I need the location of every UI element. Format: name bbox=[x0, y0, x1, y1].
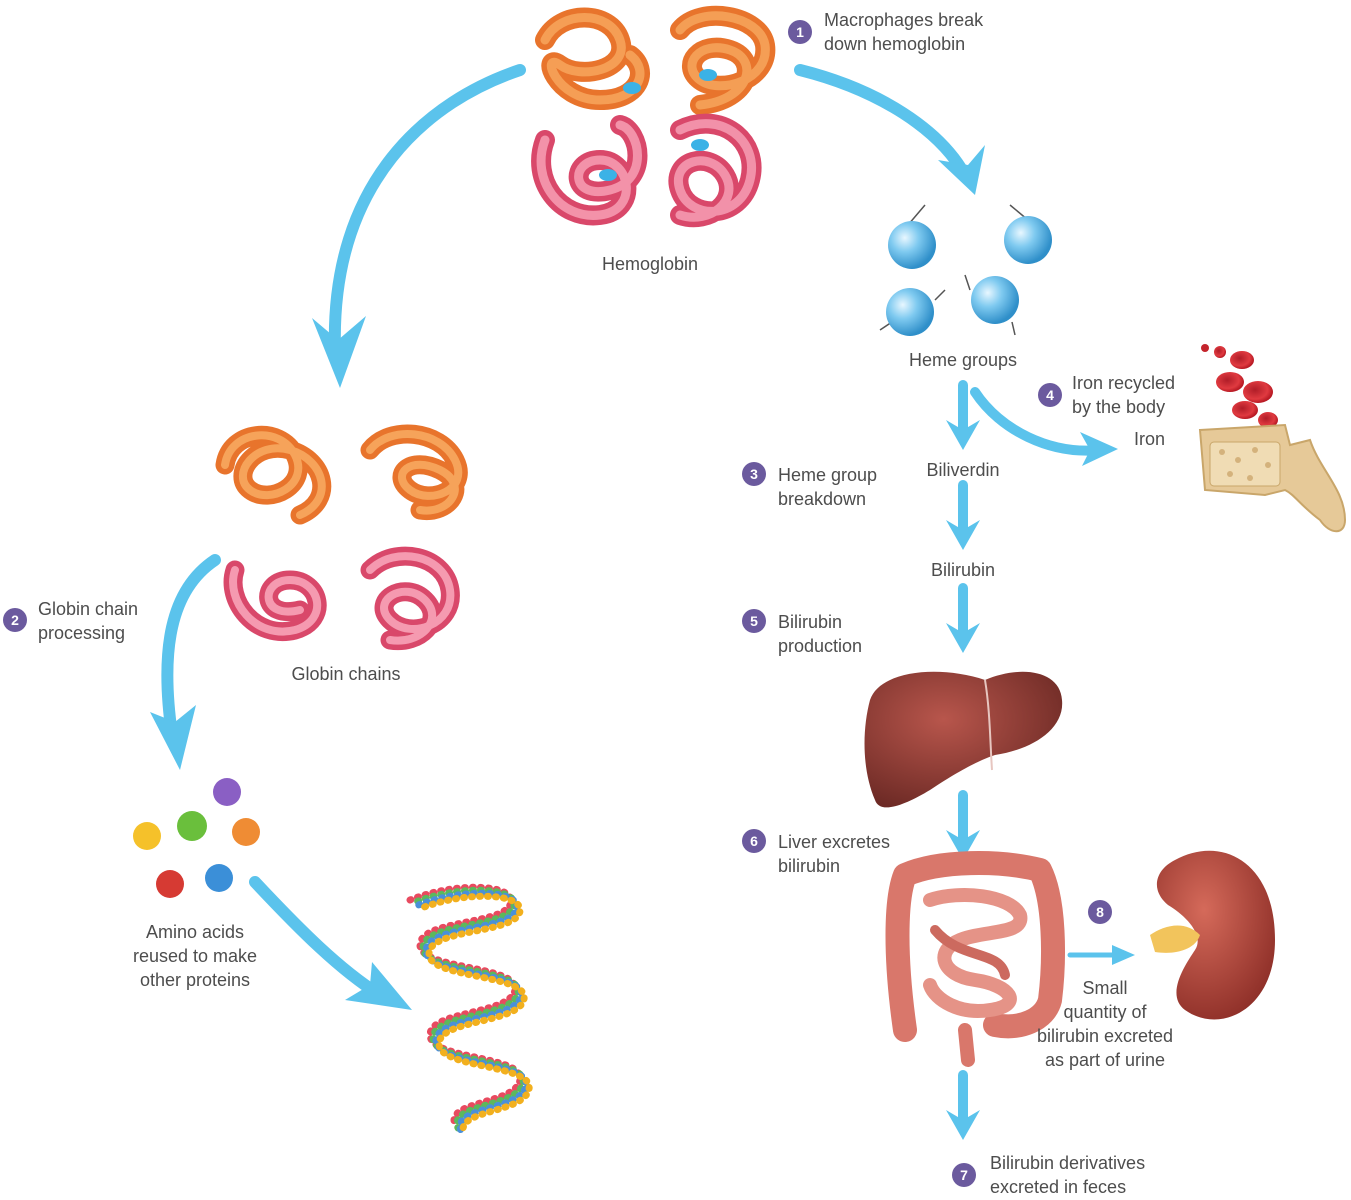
amino-acids-illustration bbox=[133, 778, 260, 898]
hemoglobin-label: Hemoglobin bbox=[601, 254, 699, 274]
arrow-intestine-to-kidney bbox=[1067, 945, 1135, 965]
step-8-line-2: quantity of bbox=[1063, 1002, 1147, 1022]
step-7-badge: 7 bbox=[952, 1163, 976, 1187]
step-4-badge: 4 bbox=[1038, 383, 1062, 407]
step-4-text: Iron recycled by the body bbox=[1072, 371, 1175, 419]
hemoglobin-molecule bbox=[531, 5, 776, 228]
step-8-badge: 8 bbox=[1088, 900, 1112, 924]
amino-acids-line-1: Amino acids bbox=[145, 922, 245, 942]
step-7-line-1: Bilirubin derivatives bbox=[990, 1153, 1146, 1173]
step-2-line-2: processing bbox=[38, 623, 126, 643]
step-7-line-2: excreted in feces bbox=[990, 1177, 1127, 1197]
arrow-intestine-to-feces bbox=[946, 1070, 980, 1140]
arrow-hemoglobin-to-globin bbox=[312, 64, 526, 388]
step-3-text: Heme group breakdown bbox=[778, 463, 877, 511]
amino-acids-line-3: other proteins bbox=[139, 970, 251, 990]
step-5-line-1: Bilirubin bbox=[778, 612, 843, 632]
step-3-badge: 3 bbox=[742, 462, 766, 486]
step-2-line-1: Globin chain bbox=[38, 599, 139, 619]
step-6-text: Liver excretes bilirubin bbox=[778, 830, 890, 878]
globin-chains-illustration bbox=[215, 424, 468, 651]
bilirubin-label: Bilirubin bbox=[930, 560, 996, 580]
step-7-text: Bilirubin derivatives excreted in feces bbox=[990, 1151, 1145, 1199]
liver-illustration bbox=[864, 671, 1063, 808]
step-1-line-1: Macrophages break bbox=[824, 10, 984, 30]
step-1-text: Macrophages break down hemoglobin bbox=[824, 8, 983, 56]
step-8-line-3: bilirubin excreted bbox=[1036, 1026, 1174, 1046]
amino-acids-label: Amino acids reused to make other protein… bbox=[100, 920, 290, 992]
step-8-text: Small quantity of bilirubin excreted as … bbox=[1015, 976, 1195, 1072]
step-5-line-2: production bbox=[778, 636, 863, 656]
arrow-amino-to-protein bbox=[249, 876, 412, 1010]
heme-groups-illustration bbox=[879, 204, 1052, 336]
step-3-line-2: breakdown bbox=[778, 489, 867, 509]
intestines-illustration bbox=[885, 851, 1065, 1067]
arrow-heme-to-biliverdin bbox=[946, 380, 980, 450]
step-6-line-2: bilirubin bbox=[778, 856, 841, 876]
arrow-globin-to-amino bbox=[150, 554, 221, 770]
iron-label: Iron bbox=[1134, 429, 1166, 449]
arrow-liver-to-intestine bbox=[946, 790, 980, 860]
step-8-line-4: as part of urine bbox=[1044, 1050, 1166, 1070]
step-2-badge: 2 bbox=[3, 608, 27, 632]
arrow-biliverdin-to-bilirubin bbox=[946, 480, 980, 550]
step-1-badge: 1 bbox=[788, 20, 812, 44]
red-blood-cells-illustration bbox=[1201, 344, 1278, 428]
globin-chains-label: Globin chains bbox=[291, 664, 401, 684]
arrow-bilirubin-to-liver bbox=[946, 583, 980, 653]
step-4-line-1: Iron recycled bbox=[1072, 373, 1176, 393]
step-5-badge: 5 bbox=[742, 609, 766, 633]
heme-groups-label: Heme groups bbox=[908, 350, 1018, 370]
amino-acids-line-2: reused to make bbox=[132, 946, 258, 966]
step-6-line-1: Liver excretes bbox=[778, 832, 891, 852]
step-5-text: Bilirubin production bbox=[778, 610, 862, 658]
step-3-line-1: Heme group bbox=[778, 465, 878, 485]
step-4-line-2: by the body bbox=[1072, 397, 1166, 417]
arrow-hemoglobin-to-heme bbox=[794, 64, 985, 195]
step-2-text: Globin chain processing bbox=[38, 597, 138, 645]
step-6-badge: 6 bbox=[742, 829, 766, 853]
arrow-heme-to-iron bbox=[970, 387, 1118, 466]
protein-chain-illustration bbox=[406, 883, 533, 1138]
step-8-line-1: Small bbox=[1082, 978, 1128, 998]
biliverdin-label: Biliverdin bbox=[926, 460, 1000, 480]
bone-marrow-illustration bbox=[1198, 423, 1347, 533]
step-1-line-2: down hemoglobin bbox=[824, 34, 966, 54]
kidney-illustration bbox=[1150, 850, 1275, 1020]
